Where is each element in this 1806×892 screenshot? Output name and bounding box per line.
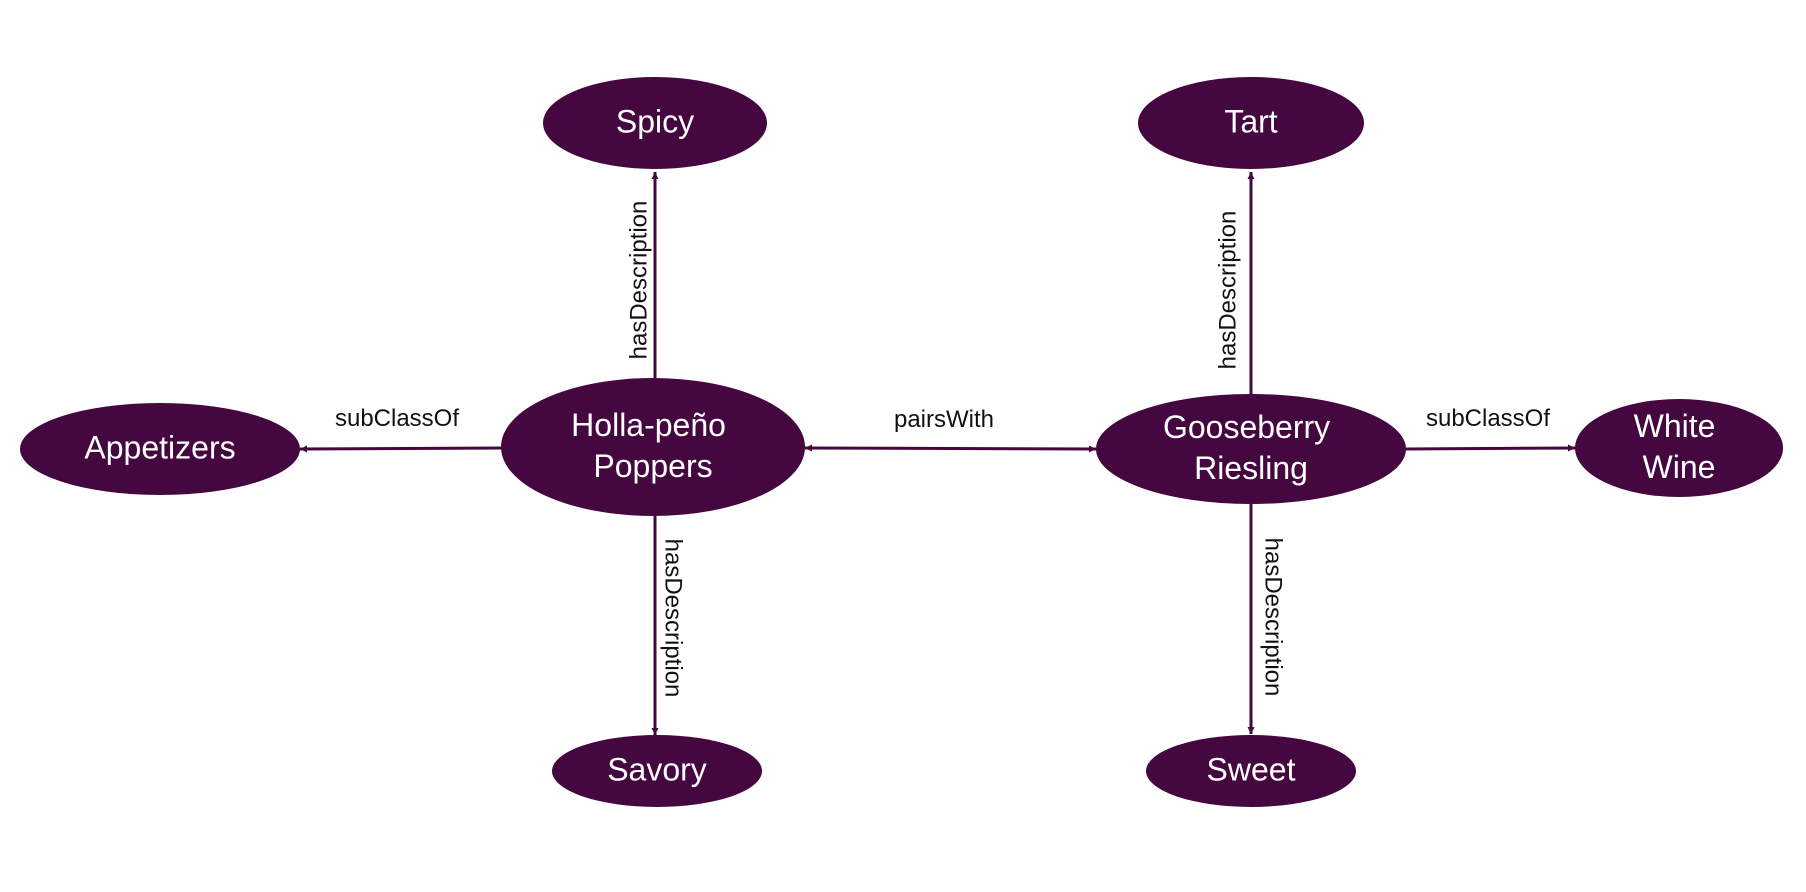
node-label-gooseberry-riesling: Gooseberry Riesling (1163, 409, 1339, 486)
edge-poppers-spicy: hasDescription (625, 172, 659, 380)
node-label-line: Gooseberry (1163, 409, 1330, 445)
edge-poppers-riesling: pairsWith (804, 406, 1097, 453)
node-label-line: Riesling (1194, 450, 1308, 486)
edge-line (804, 444, 1097, 453)
node-savory: Savory (552, 735, 762, 807)
node-label-sweet: Sweet (1207, 751, 1296, 787)
edge-poppers-savory: hasDescription (651, 515, 687, 735)
node-shape (1138, 77, 1364, 169)
edge-label-has-description: hasDescription (625, 201, 652, 360)
edge-label-subclass-of: subClassOf (335, 405, 459, 432)
edge-label-has-description: hasDescription (660, 539, 687, 698)
edge-label-subclass-of: subClassOf (1426, 405, 1550, 432)
edge-poppers-appetizers: subClassOf (299, 405, 503, 453)
node-gooseberry-riesling: Gooseberry Riesling (1096, 394, 1406, 504)
edge-riesling-tart: hasDescription (1214, 172, 1255, 394)
edge-line (1404, 444, 1576, 452)
node-label-holla-peno-poppers: Holla-peño Poppers (571, 407, 735, 484)
node-shape (1096, 394, 1406, 504)
edge-riesling-sweet: hasDescription (1247, 503, 1287, 734)
node-shape (501, 378, 805, 516)
node-tart: Tart (1138, 77, 1364, 169)
node-label-white-wine: White Wine (1634, 408, 1725, 485)
node-label-line: Holla-peño (571, 407, 726, 443)
node-white-wine: White Wine (1575, 399, 1783, 497)
node-label-appetizers: Appetizers (84, 429, 235, 465)
node-holla-peno-poppers: Holla-peño Poppers (501, 378, 805, 516)
edge-label-has-description: hasDescription (1214, 211, 1241, 370)
edge-riesling-white-wine: subClassOf (1404, 405, 1576, 452)
node-spicy: Spicy (543, 77, 767, 169)
node-label-spicy: Spicy (616, 103, 694, 139)
node-appetizers: Appetizers (20, 403, 300, 495)
node-label-savory: Savory (607, 751, 707, 787)
node-sweet: Sweet (1146, 735, 1356, 807)
node-shape (552, 735, 762, 807)
node-label-line: Poppers (593, 448, 712, 484)
node-label-line: White (1634, 408, 1716, 444)
edge-label-pairs-with: pairsWith (894, 406, 994, 433)
node-label-tart: Tart (1224, 103, 1277, 139)
edge-label-has-description: hasDescription (1260, 538, 1287, 697)
node-shape (1146, 735, 1356, 807)
node-shape (1575, 399, 1783, 497)
node-label-line: Wine (1643, 449, 1716, 485)
node-shape (543, 77, 767, 169)
edge-line (299, 445, 503, 453)
node-shape (20, 403, 300, 495)
